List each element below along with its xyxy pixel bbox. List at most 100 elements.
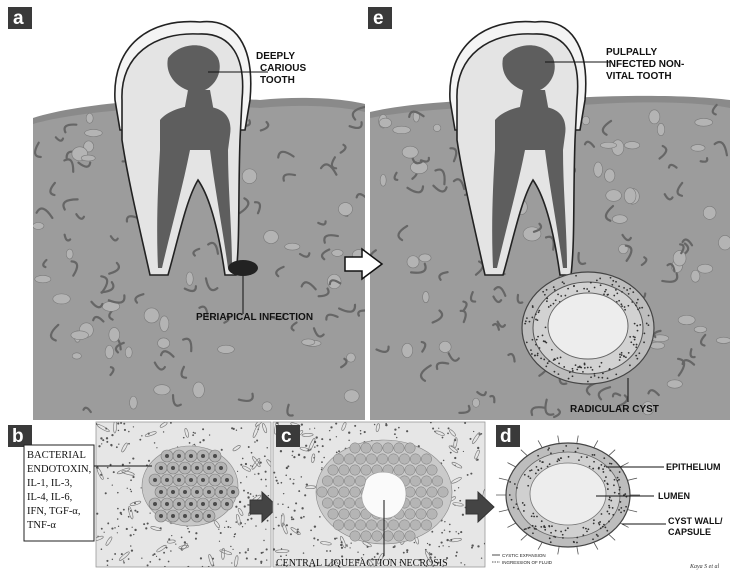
wall-cell [529,477,531,479]
tissue-speck [117,492,119,494]
wall-cell [611,284,613,286]
wall-cell [602,372,604,374]
wall-cell [618,300,620,302]
wall-cell [619,489,621,491]
tissue-speck [463,451,464,452]
tissue-speck [166,547,168,549]
cell-nucleus [165,502,169,506]
wall-cell [567,527,569,529]
marrow-space [419,254,431,262]
wall-cell [594,454,596,456]
wall-cell [541,461,543,463]
tissue-speck [258,473,260,475]
tissue-speck [259,461,261,463]
tissue-speck [247,519,249,521]
cell-nucleus [231,490,235,494]
wall-cell [535,344,537,346]
tissue-speck [278,525,280,527]
wall-cell [575,275,577,277]
cell-nucleus [201,478,205,482]
epithelial-cell [344,476,354,486]
tissue-speck [273,472,275,474]
cell-nucleus [153,502,157,506]
wall-cell [587,528,589,530]
tissue-speck [477,447,479,449]
marrow-space [582,116,590,125]
marrow-space [691,145,705,152]
tissue-speck [147,522,149,524]
cell-nucleus [189,478,193,482]
legend-cystic-expansion: CYSTIC EXPANSION [502,553,546,558]
epithelial-cell [394,465,404,475]
tissue-speck [117,518,119,520]
tissue-speck [319,516,321,518]
marrow-space [71,331,89,340]
tissue-speck [481,557,482,558]
tissue-speck [247,492,249,494]
tissue-speck [394,433,396,435]
marrow-space [33,222,44,229]
tissue-speck [253,496,254,497]
tissue-speck [277,482,279,484]
tissue-speck [239,552,241,554]
wall-cell [615,281,617,283]
wall-cell [524,323,526,325]
epithelial-cell [339,465,349,475]
tissue-speck [396,437,398,439]
tissue-speck [233,536,235,538]
tissue-speck [117,423,119,425]
wall-cell [554,358,556,360]
marrow-space [402,343,413,357]
wall-cell [594,375,596,377]
wall-cell [524,474,526,476]
wall-cell [634,339,636,341]
wall-cell [592,369,594,371]
epithelial-cell [355,520,365,530]
wall-cell [615,289,617,291]
tissue-speck [242,526,243,527]
tissue-speck [406,549,408,551]
wall-cell [643,341,645,343]
wall-cell [582,534,584,536]
wall-cell [546,300,548,302]
wall-cell [587,367,589,369]
tissue-speck [281,548,282,549]
epithelial-cell [410,454,420,464]
tissue-speck [111,528,113,530]
tissue-speck [256,440,258,442]
epithelial-cell [416,465,426,475]
epithelial-cell [405,465,415,475]
tissue-speck [471,544,473,546]
wall-cell [608,521,610,523]
wall-cell [572,368,574,370]
wall-cell [578,459,580,461]
marrow-space [66,249,73,259]
marrow-space [302,339,315,345]
tissue-speck [449,524,451,526]
tissue-speck [132,458,134,460]
wall-cell [635,346,637,348]
tissue-speck [247,504,249,506]
wall-cell [567,288,569,290]
tissue-speck [467,474,469,476]
tissue-speck [221,449,223,451]
cell-nucleus [159,490,163,494]
wall-cell [525,320,527,322]
tissue-speck [111,434,113,436]
wall-cell [637,330,639,332]
wall-cell [607,488,609,490]
tissue-speck [243,490,245,492]
tissue-speck [414,542,415,543]
wall-cell [550,452,552,454]
wall-cell [583,288,585,290]
marrow-space [154,385,170,395]
wall-cell [532,306,534,308]
tissue-speck [301,476,303,478]
marrow-space [393,126,411,134]
wall-cell [551,525,553,527]
epithelial-cell [350,487,360,497]
marrow-space [612,215,627,224]
tissue-speck [106,560,108,562]
tissue-speck [130,545,132,547]
marrow-space [72,353,81,359]
